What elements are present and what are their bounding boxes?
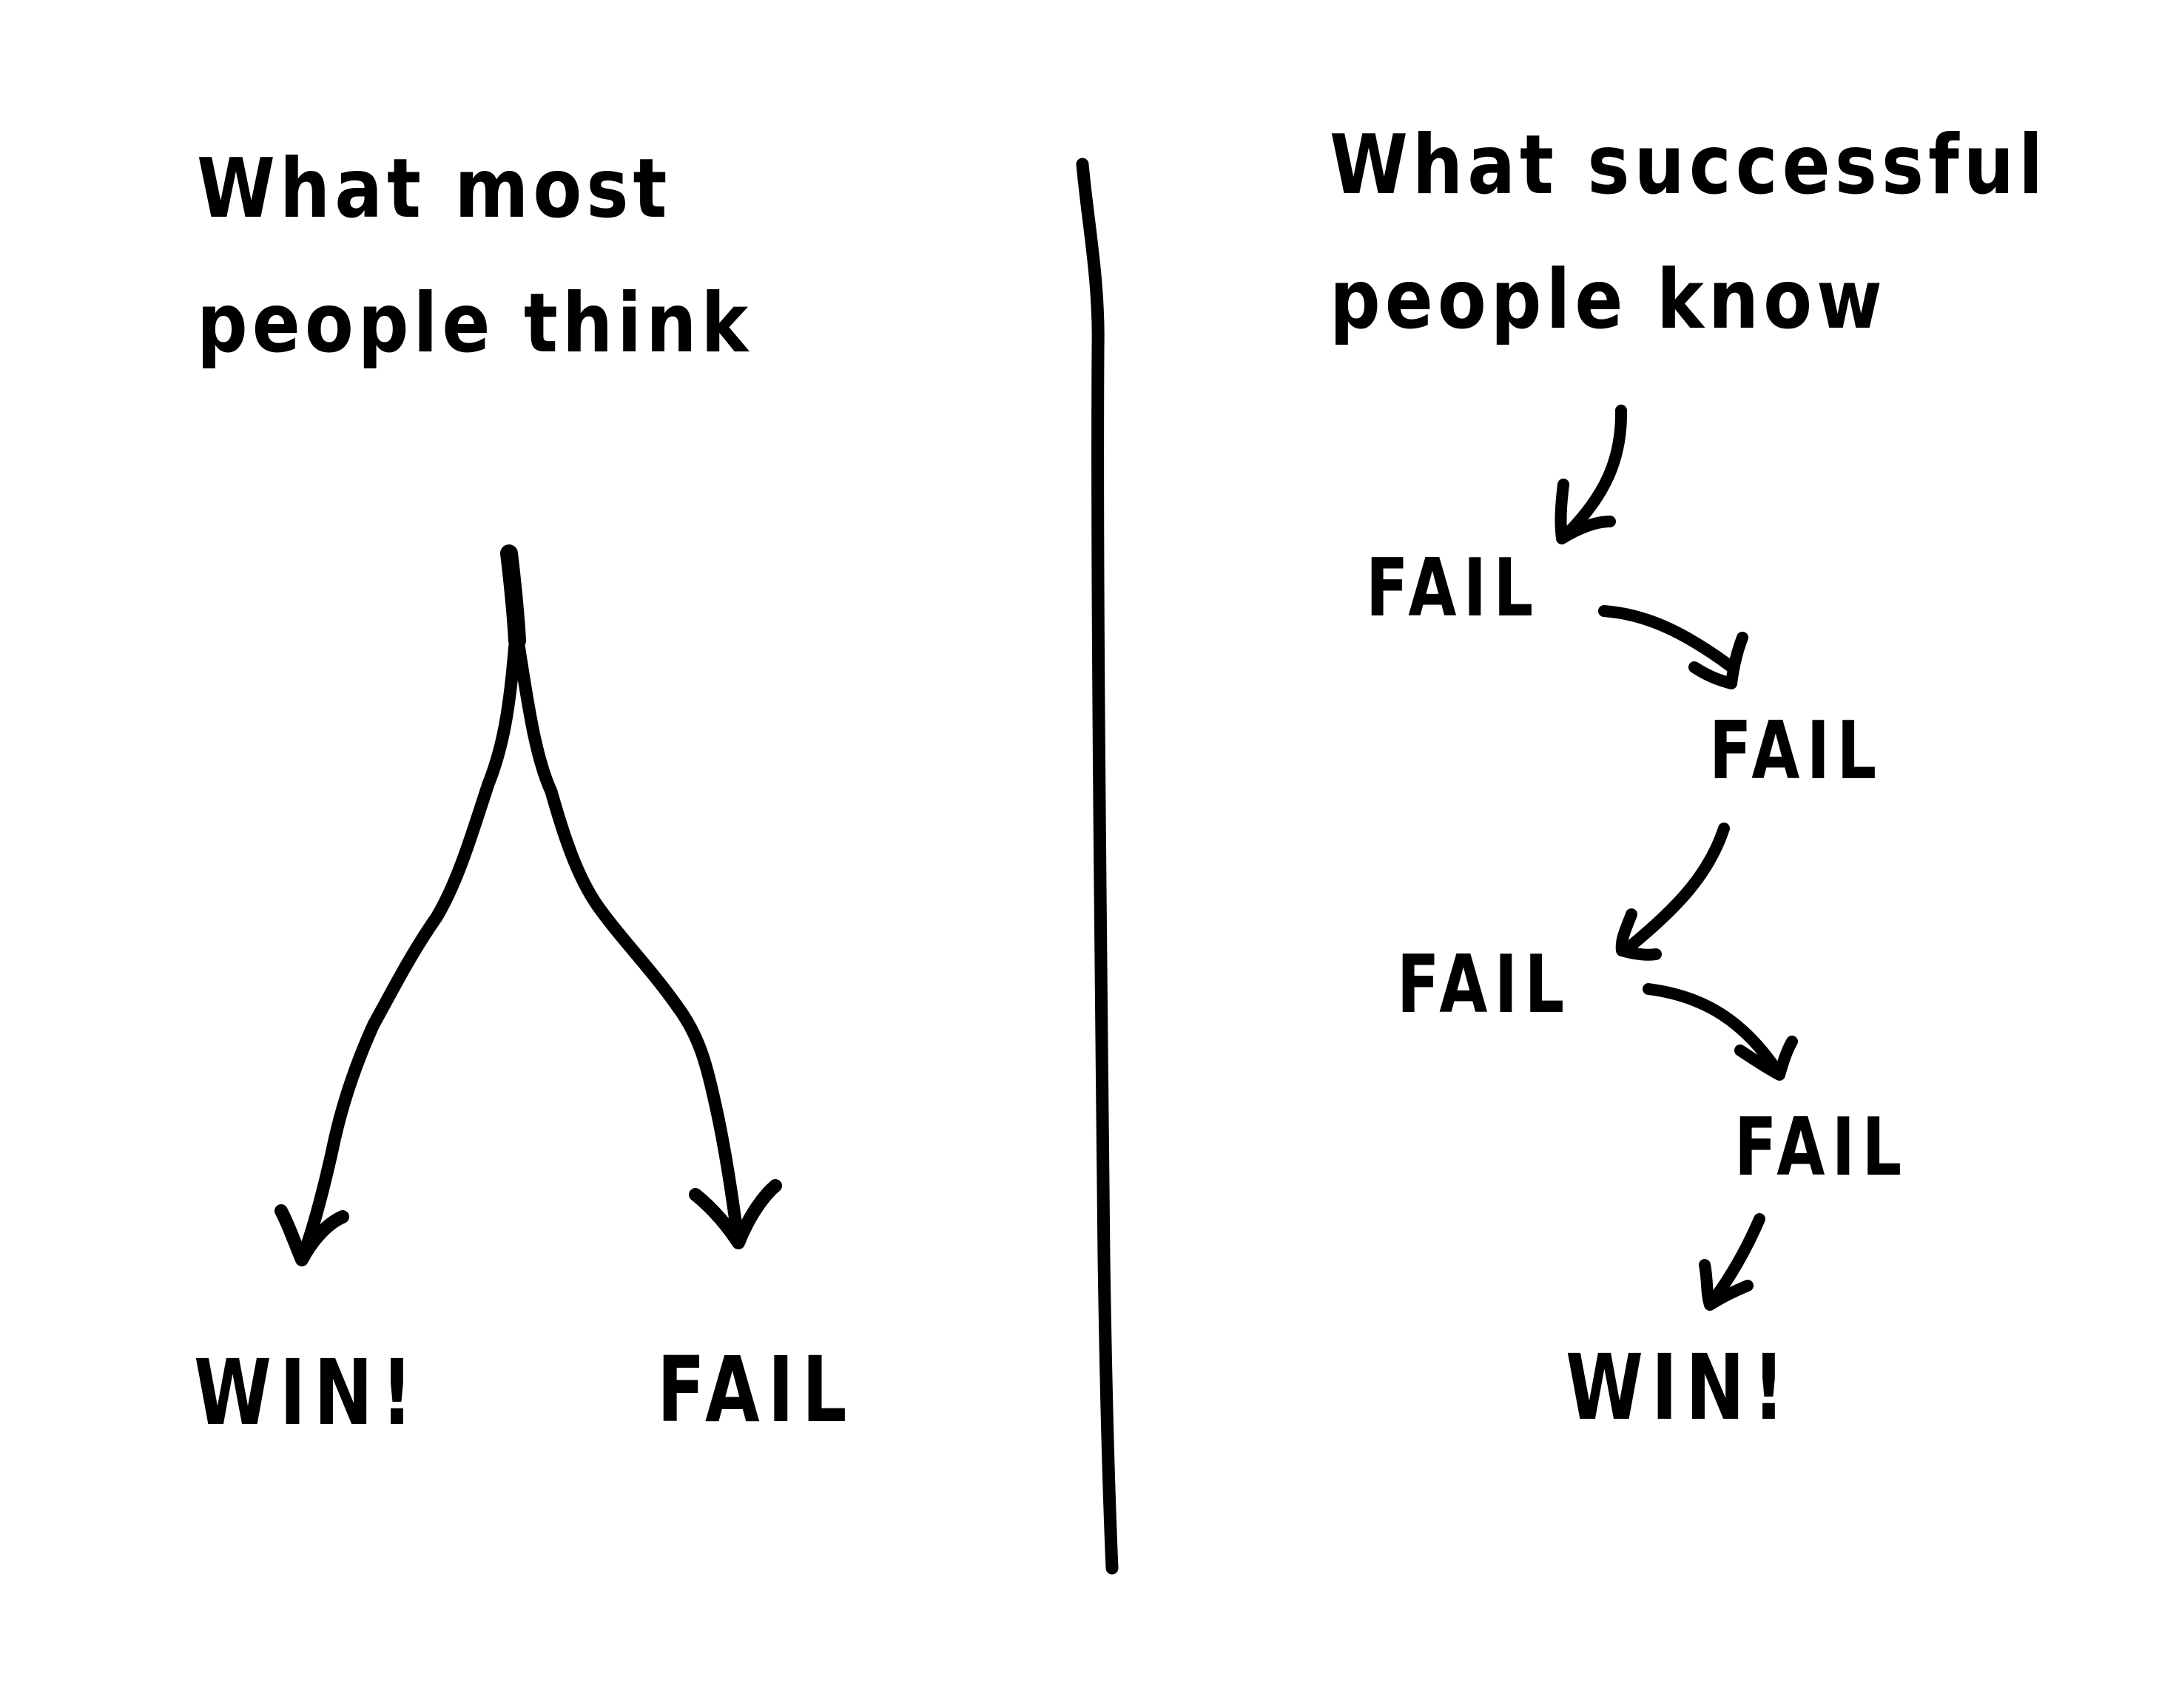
left-title-line-1: What most: [197, 141, 672, 237]
left-outcome-fail: FAIL: [657, 1337, 855, 1442]
chain-arrow-2-head: [1688, 632, 1748, 689]
chain-arrow-3-head: [1615, 908, 1662, 961]
chain-step-fail-1: FAIL: [1366, 542, 1540, 635]
fork-right-arrowhead: [689, 1179, 782, 1249]
chain-arrow-1: [1559, 405, 1628, 542]
chain-step-fail-3: FAIL: [1397, 939, 1572, 1031]
chain-step-fail-4: FAIL: [1734, 1101, 1909, 1194]
chain-step-win: WIN!: [1566, 1335, 1793, 1440]
left-panel-title: What most people think: [197, 148, 752, 416]
chain-step-fail-2: FAIL: [1709, 705, 1884, 797]
right-panel-title: What successful people know: [1330, 124, 2047, 393]
fork-right-branch-arrow: [511, 629, 745, 1249]
chain-arrow-4-head: [1734, 1036, 1798, 1081]
right-title-line-1: What successful: [1330, 117, 2048, 213]
fork-left-branch-arrow: [295, 629, 522, 1266]
fork-left-arrowhead: [274, 1204, 349, 1266]
chain-arrow-1-head: [1555, 479, 1616, 544]
center-divider-line: [1076, 158, 1119, 1575]
chain-arrow-2: [1598, 605, 1736, 672]
right-title-line-2: people know: [1330, 252, 1887, 348]
fork-trunk: [500, 544, 526, 649]
chain-arrow-3: [1622, 823, 1730, 954]
left-outcome-win: WIN!: [194, 1340, 422, 1445]
left-title-line-2: people think: [197, 275, 753, 371]
chain-arrow-5-head: [1699, 1259, 1754, 1311]
chain-arrow-4: [1643, 983, 1783, 1077]
